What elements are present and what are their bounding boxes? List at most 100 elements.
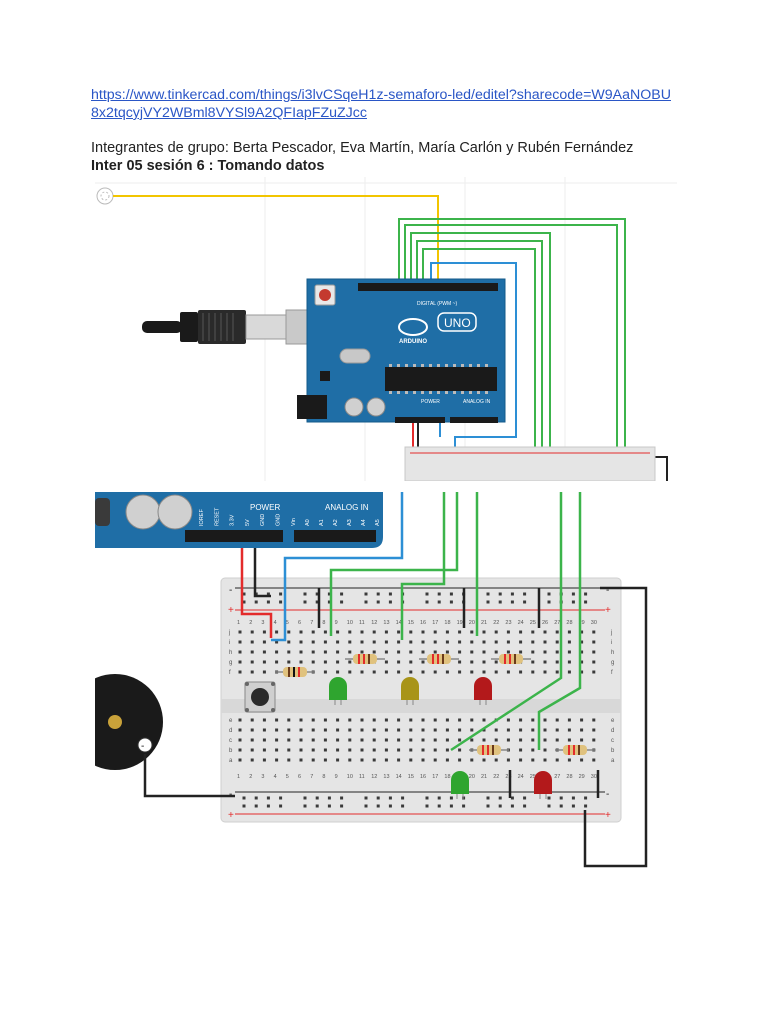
breadboard-hole[interactable] (340, 796, 344, 800)
breadboard-hole[interactable] (275, 748, 279, 752)
breadboard-hole[interactable] (494, 738, 498, 742)
breadboard-hole[interactable] (445, 650, 449, 654)
breadboard-hole[interactable] (315, 600, 319, 604)
breadboard-hole[interactable] (571, 600, 575, 604)
breadboard-hole[interactable] (348, 670, 352, 674)
breadboard-hole[interactable] (287, 758, 291, 762)
breadboard-hole[interactable] (580, 728, 584, 732)
breadboard-hole[interactable] (449, 796, 453, 800)
breadboard-hole[interactable] (559, 804, 563, 808)
breadboard-hole[interactable] (262, 640, 266, 644)
breadboard-hole[interactable] (311, 748, 315, 752)
breadboard-hole[interactable] (470, 650, 474, 654)
breadboard-hole[interactable] (376, 804, 380, 808)
breadboard-hole[interactable] (445, 718, 449, 722)
breadboard-hole[interactable] (299, 748, 303, 752)
breadboard-hole[interactable] (336, 630, 340, 634)
breadboard-hole[interactable] (531, 640, 535, 644)
breadboard-hole[interactable] (445, 748, 449, 752)
breadboard-hole[interactable] (401, 804, 405, 808)
breadboard-hole[interactable] (409, 738, 413, 742)
breadboard-hole[interactable] (592, 660, 596, 664)
breadboard-hole[interactable] (482, 738, 486, 742)
breadboard-hole[interactable] (458, 650, 462, 654)
breadboard-hole[interactable] (376, 796, 380, 800)
breadboard-hole[interactable] (409, 718, 413, 722)
breadboard-hole[interactable] (384, 738, 388, 742)
breadboard-hole[interactable] (494, 670, 498, 674)
breadboard-hole[interactable] (494, 640, 498, 644)
breadboard-hole[interactable] (531, 660, 535, 664)
breadboard-hole[interactable] (519, 718, 523, 722)
breadboard-hole[interactable] (287, 748, 291, 752)
breadboard-hole[interactable] (364, 804, 368, 808)
breadboard-hole[interactable] (555, 738, 559, 742)
breadboard-hole[interactable] (360, 640, 364, 644)
breadboard-hole[interactable] (543, 758, 547, 762)
breadboard-hole[interactable] (523, 600, 527, 604)
breadboard-hole[interactable] (470, 738, 474, 742)
breadboard-hole[interactable] (279, 804, 283, 808)
breadboard-hole[interactable] (425, 796, 429, 800)
breadboard-hole[interactable] (482, 630, 486, 634)
breadboard-hole[interactable] (531, 738, 535, 742)
breadboard-hole[interactable] (250, 758, 254, 762)
breadboard-hole[interactable] (238, 630, 242, 634)
breadboard-hole[interactable] (360, 738, 364, 742)
breadboard-hole[interactable] (250, 630, 254, 634)
breadboard-hole[interactable] (299, 640, 303, 644)
breadboard-hole[interactable] (592, 758, 596, 762)
breadboard-hole[interactable] (555, 650, 559, 654)
breadboard-hole[interactable] (519, 738, 523, 742)
breadboard-hole[interactable] (299, 758, 303, 762)
breadboard-hole[interactable] (555, 728, 559, 732)
breadboard-hole[interactable] (348, 660, 352, 664)
breadboard-hole[interactable] (580, 758, 584, 762)
breadboard-hole[interactable] (592, 718, 596, 722)
breadboard-hole[interactable] (445, 640, 449, 644)
breadboard-hole[interactable] (555, 640, 559, 644)
breadboard-hole[interactable] (266, 600, 270, 604)
breadboard-hole[interactable] (421, 748, 425, 752)
breadboard-hole[interactable] (348, 640, 352, 644)
breadboard-hole[interactable] (397, 670, 401, 674)
breadboard-hole[interactable] (323, 670, 327, 674)
breadboard-hole[interactable] (433, 738, 437, 742)
led-green[interactable] (329, 677, 347, 705)
breadboard-hole[interactable] (275, 718, 279, 722)
breadboard-hole[interactable] (437, 600, 441, 604)
breadboard-hole[interactable] (266, 796, 270, 800)
breadboard-hole[interactable] (470, 660, 474, 664)
breadboard-hole[interactable] (592, 640, 596, 644)
breadboard-hole[interactable] (348, 738, 352, 742)
breadboard-hole[interactable] (486, 804, 490, 808)
breadboard-hole[interactable] (262, 650, 266, 654)
breadboard-hole[interactable] (323, 728, 327, 732)
breadboard-hole[interactable] (401, 796, 405, 800)
breadboard-hole[interactable] (510, 796, 514, 800)
breadboard-hole[interactable] (567, 640, 571, 644)
breadboard-hole[interactable] (531, 630, 535, 634)
breadboard-hole[interactable] (506, 728, 510, 732)
breadboard-hole[interactable] (397, 728, 401, 732)
breadboard-hole[interactable] (433, 728, 437, 732)
breadboard-hole[interactable] (421, 738, 425, 742)
breadboard-hole[interactable] (238, 748, 242, 752)
breadboard-hole[interactable] (445, 738, 449, 742)
breadboard-hole[interactable] (384, 728, 388, 732)
breadboard-hole[interactable] (498, 796, 502, 800)
breadboard-hole[interactable] (348, 650, 352, 654)
breadboard-hole[interactable] (486, 796, 490, 800)
breadboard-hole[interactable] (254, 600, 258, 604)
breadboard-hole[interactable] (437, 804, 441, 808)
breadboard-hole[interactable] (519, 728, 523, 732)
breadboard-hole[interactable] (348, 748, 352, 752)
breadboard-hole[interactable] (494, 758, 498, 762)
breadboard-hole[interactable] (279, 600, 283, 604)
breadboard-hole[interactable] (482, 728, 486, 732)
breadboard-hole[interactable] (287, 738, 291, 742)
breadboard-hole[interactable] (409, 640, 413, 644)
breadboard-hole[interactable] (458, 728, 462, 732)
breadboard-hole[interactable] (506, 670, 510, 674)
breadboard-hole[interactable] (421, 758, 425, 762)
